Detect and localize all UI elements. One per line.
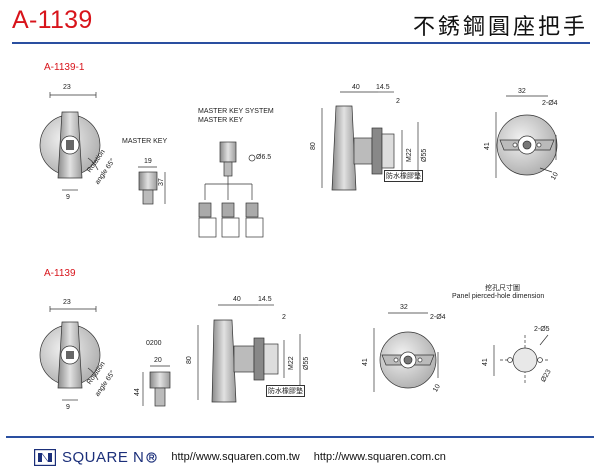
website-link-tw[interactable]: http//www.squaren.com.tw [171,451,300,463]
dim-phi-6-5: Ø6.5 [256,154,272,161]
dim-bottom-back-41: 41 [362,358,369,366]
cutout-title-cn: 挖孔尺寸圖 [485,285,520,292]
dim-top-side-14-5: 14.5 [376,84,390,91]
section-label-bottom: A-1139 [44,268,76,279]
dim-top-side-80: 80 [310,142,317,150]
dim-bottom-key-44: 44 [134,388,141,396]
dim-top-back-2d4: 2-Ø4 [542,100,558,107]
dim-bottom-side-40: 40 [233,296,241,303]
master-key-system-drawing [198,141,264,238]
brand-name: SQUARE N [62,448,145,466]
master-key-drawing [138,166,166,205]
gasket-label-bottom: 防水橡膠墊 [266,385,305,397]
dim-top-front-23: 23 [63,84,71,91]
dim-bottom-front-23: 23 [63,299,71,306]
product-title: 不銹鋼圓座把手 [412,15,588,40]
section-label-top: A-1139-1 [44,62,85,73]
brand-logo-icon [34,448,56,466]
footer-divider [6,436,594,438]
master-key-label-2: MASTER KEY [198,117,244,124]
dim-hole-41: 41 [482,358,489,366]
dim-top-back-41: 41 [484,142,491,150]
website-link-cn[interactable]: http://www.squaren.com.cn [313,451,446,463]
dim-key-37: 37 [158,178,165,186]
registered-mark-icon [146,451,158,463]
bottom-back-view [373,312,439,392]
product-code: A-1139 [12,6,93,34]
dim-top-side-d55: Ø55 [421,148,428,162]
dim-top-side-m22: M22 [406,148,413,162]
bottom-key-drawing [142,365,171,407]
top-front-view [39,92,101,191]
cutout-title-en: Panel pierced-hole dimension [452,293,545,300]
dim-top-side-40: 40 [352,84,360,91]
dim-top-back-32: 32 [518,88,526,95]
panel-hole-view [493,334,550,385]
gasket-label-top: 防水橡膠墊 [384,170,423,182]
dim-bottom-back-2d4: 2-Ø4 [430,314,446,321]
master-key-label: MASTER KEY [122,138,168,145]
bottom-front-view [39,306,101,401]
footer: SQUARE N http//www.squaren.com.tw http:/… [34,446,446,468]
dim-bottom-side-d55: Ø55 [303,356,310,370]
master-key-system-label: MASTER KEY SYSTEM [198,108,274,115]
dim-bottom-side-2: 2 [282,314,286,321]
dim-top-side-2: 2 [396,98,400,105]
dim-bottom-side-80: 80 [186,356,193,364]
top-back-view [495,95,558,178]
dim-bottom-side-14-5: 14.5 [258,296,272,303]
key-code-0200: 0200 [146,340,162,347]
top-side-view [321,91,419,191]
dim-bottom-key-20: 20 [154,357,162,364]
dim-bottom-back-32: 32 [400,304,408,311]
dim-bottom-front-9: 9 [66,404,70,411]
dim-bottom-side-m22: M22 [288,356,295,370]
dim-hole-2d5: 2-Ø5 [534,326,550,333]
dim-key-19: 19 [144,158,152,165]
header-divider [12,42,590,44]
dim-top-front-9: 9 [66,194,70,201]
bottom-side-view [197,304,301,403]
